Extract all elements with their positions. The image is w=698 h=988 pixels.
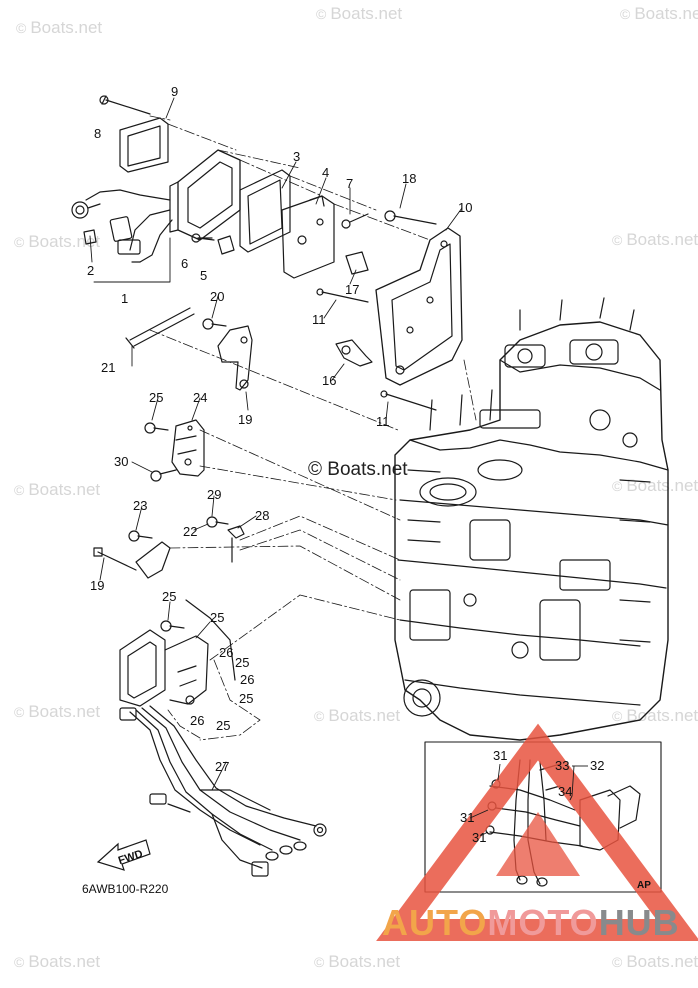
callout-26b: 26 — [240, 672, 254, 687]
watermark: ©Boats.net — [14, 702, 101, 721]
callout-11b: 11 — [376, 414, 390, 429]
engine-block — [394, 297, 669, 741]
watermark: ©Boats.net — [14, 232, 101, 251]
callout-26: 26 — [219, 645, 233, 660]
brand-logo: AUTOMOTOHUB — [382, 902, 680, 943]
callout-25b: 25 — [239, 691, 253, 706]
callout-32: 32 — [590, 758, 604, 773]
callout-19: 19 — [90, 578, 104, 593]
watermark: ©Boats.net — [612, 706, 698, 725]
triangle-logo-icon — [376, 723, 698, 941]
callout-31: 31 — [493, 748, 507, 763]
main-bracket — [335, 227, 463, 386]
center-watermark: © Boats.net — [308, 459, 408, 480]
callout-18: 22 — [183, 524, 197, 539]
bolts — [93, 95, 437, 632]
watermark: ©Boats.net — [612, 230, 698, 249]
watermark: ©Boats.net — [14, 952, 101, 971]
callout-31c: 31 — [472, 830, 486, 845]
callout-9: 9 — [171, 84, 178, 99]
callout-1: 1 — [121, 291, 128, 306]
diagram-code: 6AWB100-R220 — [82, 882, 169, 896]
leader-lines — [89, 97, 463, 791]
callout-30: 30 — [114, 454, 128, 469]
callout-5: 5 — [200, 268, 207, 283]
callout-2: 2 — [87, 263, 94, 278]
wiring-harness — [119, 705, 327, 877]
connection-lines — [149, 115, 477, 741]
watermark: ©Boats.net — [620, 4, 698, 23]
callout-29: 29 — [207, 487, 221, 502]
callout-3: 3 — [293, 149, 300, 164]
watermark: ©Boats.net — [612, 476, 698, 495]
inset-label: AP — [637, 880, 651, 891]
fwd-arrow-icon — [96, 839, 151, 871]
callout-8: 8 — [94, 126, 101, 141]
callout-28: 28 — [255, 508, 269, 523]
callout-34: 34 — [558, 784, 572, 799]
callout-15: 19 — [238, 412, 252, 427]
callout-25c: 25 — [216, 718, 230, 733]
callout-10: 10 — [458, 200, 472, 215]
brackets-18-28 — [135, 525, 245, 579]
callout-numbers: 9 8 3 4 7 18 10 6 5 2 1 17 11 20 21 16 1… — [87, 84, 604, 845]
callout-24: 25 — [162, 589, 176, 604]
callout-4: 4 — [322, 165, 329, 180]
callout-33: 33 — [555, 758, 569, 773]
watermark: ©Boats.net — [16, 18, 103, 37]
callout-12: 16 — [322, 373, 336, 388]
callout-17: 21 — [101, 360, 115, 375]
callout-31b: 31 — [460, 810, 474, 825]
callout-13: 17 — [345, 282, 359, 297]
callout-22: 25 — [149, 390, 163, 405]
callout-11: 11 — [312, 312, 326, 327]
watermark: ©Boats.net — [612, 952, 698, 971]
callout-20: 23 — [133, 498, 147, 513]
callout-25: 25 — [235, 655, 249, 670]
callout-23: 25 — [210, 610, 224, 625]
bracket-21 — [171, 419, 205, 477]
watermark: ©Boats.net — [314, 706, 401, 725]
watermark: ©Boats.net — [314, 952, 401, 971]
callout-27: 27 — [215, 759, 229, 774]
watermark: ©Boats.net — [14, 480, 101, 499]
bracket-15-cable-17 — [125, 307, 253, 391]
gasket-and-brackets — [191, 169, 335, 279]
relay-assembly — [119, 599, 236, 707]
callout-26c: 26 — [190, 713, 204, 728]
callout-21: 24 — [193, 390, 207, 405]
callout-7: 7 — [346, 176, 353, 191]
callout-16: 20 — [210, 289, 224, 304]
callout-6: 6 — [181, 256, 188, 271]
watermark: ©Boats.net — [316, 4, 403, 23]
callout-14: 18 — [402, 171, 416, 186]
